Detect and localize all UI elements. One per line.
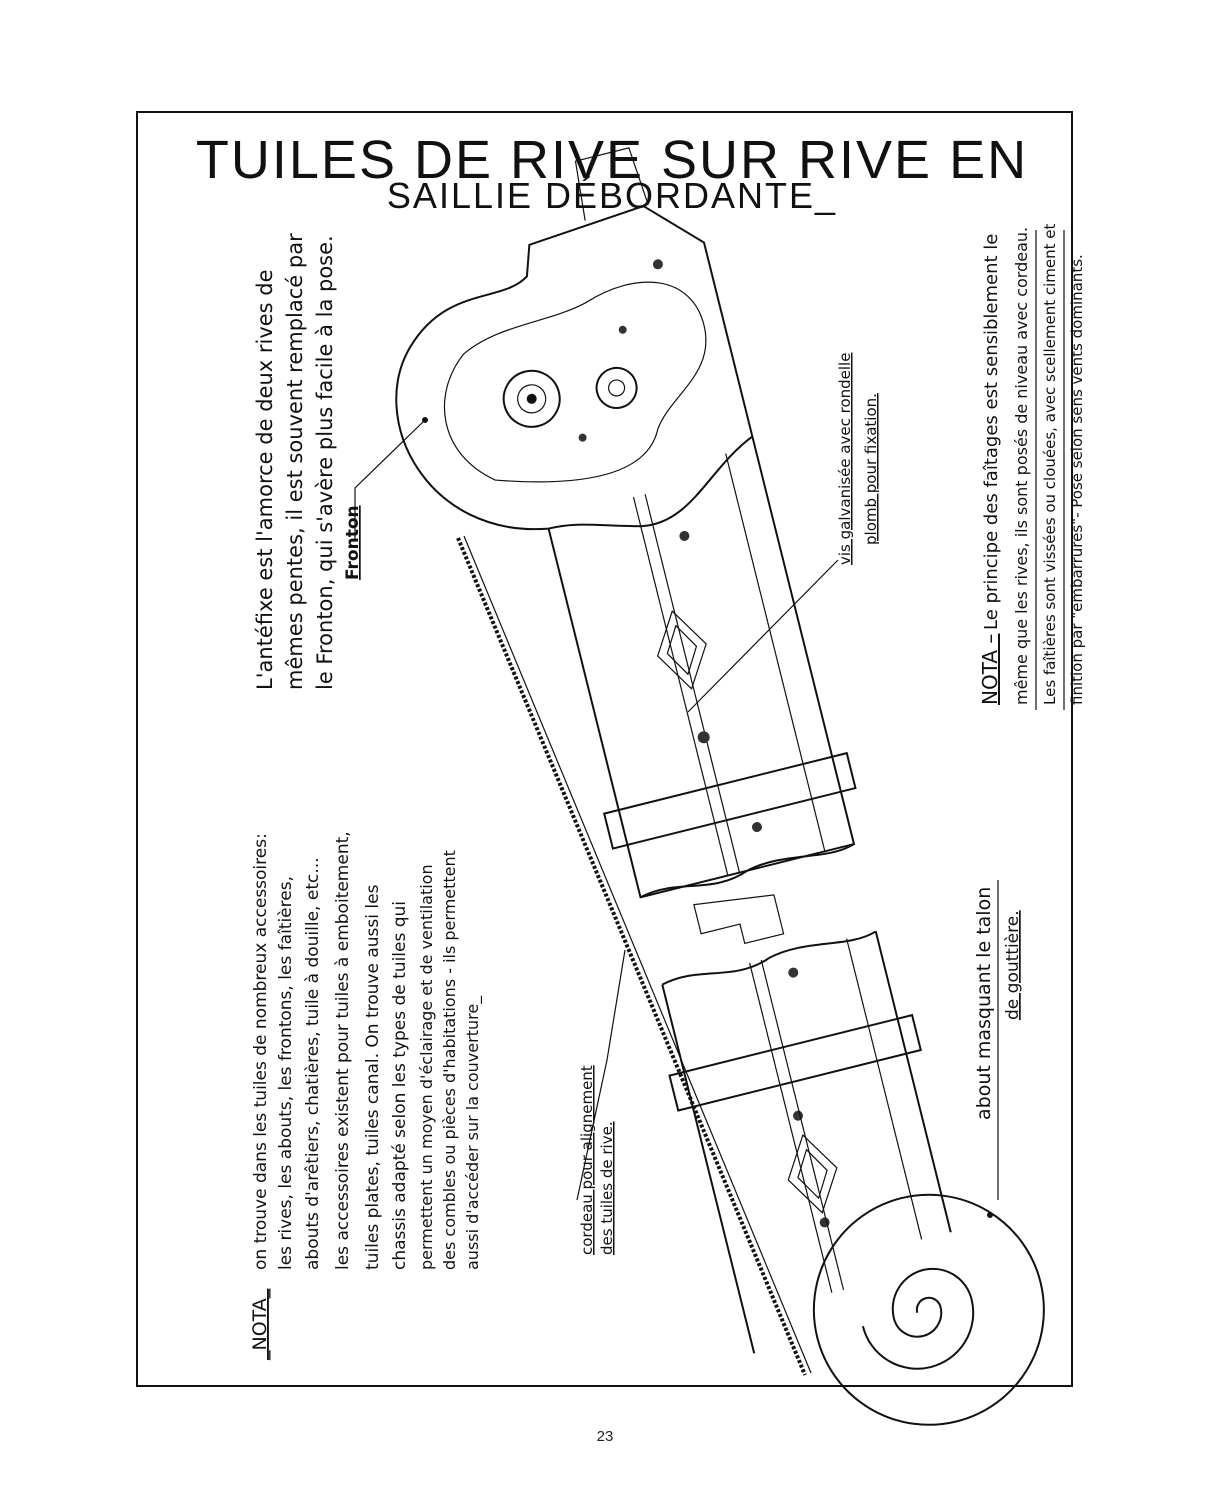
section-cut	[693, 894, 785, 945]
about-label-line: about masquant le talon	[973, 887, 995, 1120]
rosette-small	[595, 366, 638, 409]
left-nota-line: chassis adapté selon les types de tuiles…	[390, 901, 410, 1270]
cordeau-line	[456, 537, 807, 1376]
left-nota: _NOTA_ on trouve dans les tuiles de nomb…	[249, 831, 483, 1361]
right-nota-line: Le principe des faîtages est sensiblemen…	[981, 234, 1002, 630]
edge-tile-assembly	[395, 147, 1045, 1426]
cordeau-line-edge	[463, 535, 812, 1374]
left-nota-line: tuiles plates, tuiles canal. On trouve a…	[363, 884, 383, 1270]
title-line-1: TUILES DE RIVE SUR RIVE EN	[196, 130, 1028, 190]
break-line-upper	[640, 843, 855, 899]
title-line-2: SAILLIE DÉBORDANTE_	[387, 175, 837, 216]
right-nota-heading: NOTA –	[978, 634, 1002, 705]
fronton-note: L'antéfixe est l'amorce de deux rives de…	[253, 233, 363, 690]
left-nota-line: permettent un moyen d'éclairage et de ve…	[417, 864, 436, 1270]
left-nota-line: des combles ou pièces d'habitations - il…	[440, 850, 459, 1270]
rosette-large	[502, 369, 561, 428]
vis-leader	[687, 559, 839, 713]
page-number: 23	[596, 1428, 614, 1445]
left-nota-line: aussi d'accéder sur la couverture_	[463, 995, 483, 1270]
about-label: about masquant le talon de gouttière.	[973, 887, 1023, 1120]
clip-band-upper	[602, 751, 857, 850]
break-line-lower	[661, 930, 877, 986]
fronton-plate	[444, 281, 707, 483]
fronton	[395, 204, 754, 531]
diamond-ornament-lower	[787, 1133, 838, 1214]
cordeau-label-line: des tuiles de rive.	[598, 1121, 616, 1255]
wood-batten-end	[574, 147, 649, 221]
fronton-note-line: mêmes pentes, il est souvent remplacé pa…	[283, 233, 307, 690]
left-nota-heading: _NOTA_	[249, 1288, 271, 1361]
vis-label: vis galvanisée avec rondelle plomb pour …	[836, 353, 880, 565]
right-nota: NOTA – Le principe des faîtages est sens…	[978, 224, 1086, 710]
about-label-line: de gouttière.	[1003, 910, 1023, 1020]
fronton-label: Fronton	[343, 505, 363, 580]
cordeau-label-line: cordeau pour alignement	[578, 1065, 596, 1255]
lower-tile-body	[661, 931, 952, 1354]
right-nota-line: même que les rives, ils sont posés de ni…	[1012, 227, 1031, 705]
right-nota-line: Les faîtières sont vissées ou clouées, a…	[1041, 224, 1059, 705]
vis-label-line: plomb pour fixation.	[862, 393, 880, 545]
diamond-ornament-upper	[656, 610, 707, 690]
fronton-leader	[354, 419, 426, 540]
cordeau-label: cordeau pour alignement des tuiles de ri…	[578, 1065, 616, 1255]
left-nota-line: abouts d'arêtiers, chatières, tuile à do…	[303, 857, 323, 1270]
about-scroll	[812, 1193, 1045, 1426]
left-nota-line: les rives, les abouts, les frontons, les…	[276, 876, 296, 1270]
fronton-note-line: le Fronton, qui s'avère plus facile à la…	[313, 235, 337, 690]
clip-band-lower	[668, 1013, 923, 1112]
page-frame	[136, 111, 1073, 1387]
cordeau-leader	[576, 949, 626, 1201]
screws	[578, 259, 830, 1228]
left-nota-line: les accessoires existent pour tuiles à e…	[333, 831, 353, 1270]
fronton-note-line: L'antéfixe est l'amorce de deux rives de	[253, 269, 277, 690]
vis-label-line: vis galvanisée avec rondelle	[836, 353, 854, 565]
right-nota-line: finition par "embarrures"- Pose selon se…	[1068, 254, 1086, 705]
left-nota-line: on trouve dans les tuiles de nombreux ac…	[251, 833, 271, 1270]
